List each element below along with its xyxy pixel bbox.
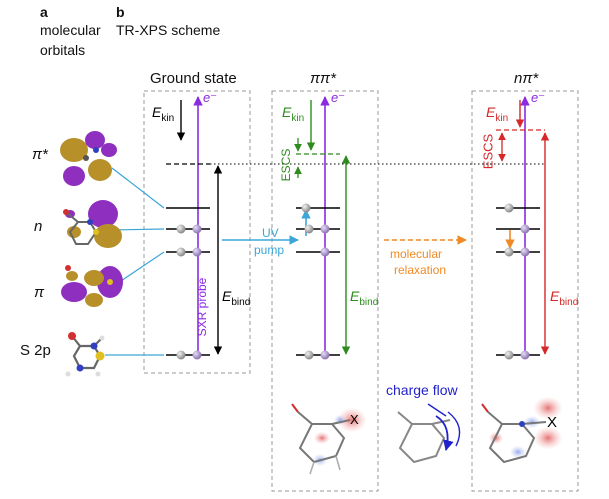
- ekin-label-pipi: Ekin: [282, 104, 305, 124]
- ebind-label-pipi: Ebind: [350, 288, 379, 308]
- orbital-label-pi: π: [34, 284, 45, 301]
- panel-a-letter: a: [40, 4, 48, 20]
- panel-b-title: TR-XPS scheme: [116, 22, 221, 38]
- orbital-label-pistar: π*: [32, 146, 48, 163]
- ekin-label-ground: Ekin: [152, 104, 175, 124]
- orbital-image-pi: [61, 265, 123, 307]
- electron-label-pipi: e⁻: [331, 90, 346, 105]
- ekin-label-npi: Ekin: [486, 104, 509, 124]
- atom-x-label-pipi: X: [350, 412, 359, 427]
- orbital-label-s2p: S 2p: [20, 342, 51, 359]
- ebind-label-ground: Ebind: [222, 288, 251, 308]
- charge-flow-label: charge flow: [386, 382, 458, 398]
- uv-pump-label-2: pump: [254, 243, 285, 257]
- molecule-image-charge-flow: [397, 403, 461, 464]
- molecule-image-npi: [481, 397, 562, 464]
- panel-a-title-1: molecular: [40, 22, 101, 38]
- panel-b-letter: b: [116, 4, 125, 20]
- molecule-image-pipi: [291, 403, 366, 475]
- ebind-label-npi: Ebind: [550, 288, 579, 308]
- molecule-image-s2p: [65, 332, 105, 377]
- electrons-pipi: [301, 203, 330, 360]
- relaxation-label-2: relaxation: [394, 263, 447, 277]
- panel-npi-box: [471, 90, 579, 492]
- panel-ground-box: [143, 90, 251, 374]
- column-title-ground: Ground state: [150, 70, 237, 87]
- orbital-image-pistar: [60, 131, 117, 186]
- orbital-label-n: n: [34, 218, 43, 235]
- column-title-npi: nπ*: [514, 70, 539, 87]
- atom-x-label-npi: X: [547, 414, 558, 431]
- escs-label-npi: ESCS: [480, 133, 496, 170]
- electron-label-ground: e⁻: [203, 90, 218, 105]
- uv-pump-label-1: UV: [262, 226, 279, 240]
- sxr-probe-label: SXR probe: [195, 277, 209, 337]
- orbital-connectors: [105, 167, 165, 356]
- panel-a-title-2: orbitals: [40, 42, 86, 58]
- column-title-pipi: ππ*: [310, 70, 336, 87]
- orbital-image-n: [63, 200, 122, 248]
- electrons-ground: [176, 224, 202, 360]
- electron-label-npi: e⁻: [531, 90, 546, 105]
- electrons-npi: [504, 203, 530, 360]
- panel-pipi-box: [271, 90, 379, 492]
- escs-label-pipi: ESCS: [279, 148, 293, 182]
- relaxation-label-1: molecular: [390, 247, 443, 261]
